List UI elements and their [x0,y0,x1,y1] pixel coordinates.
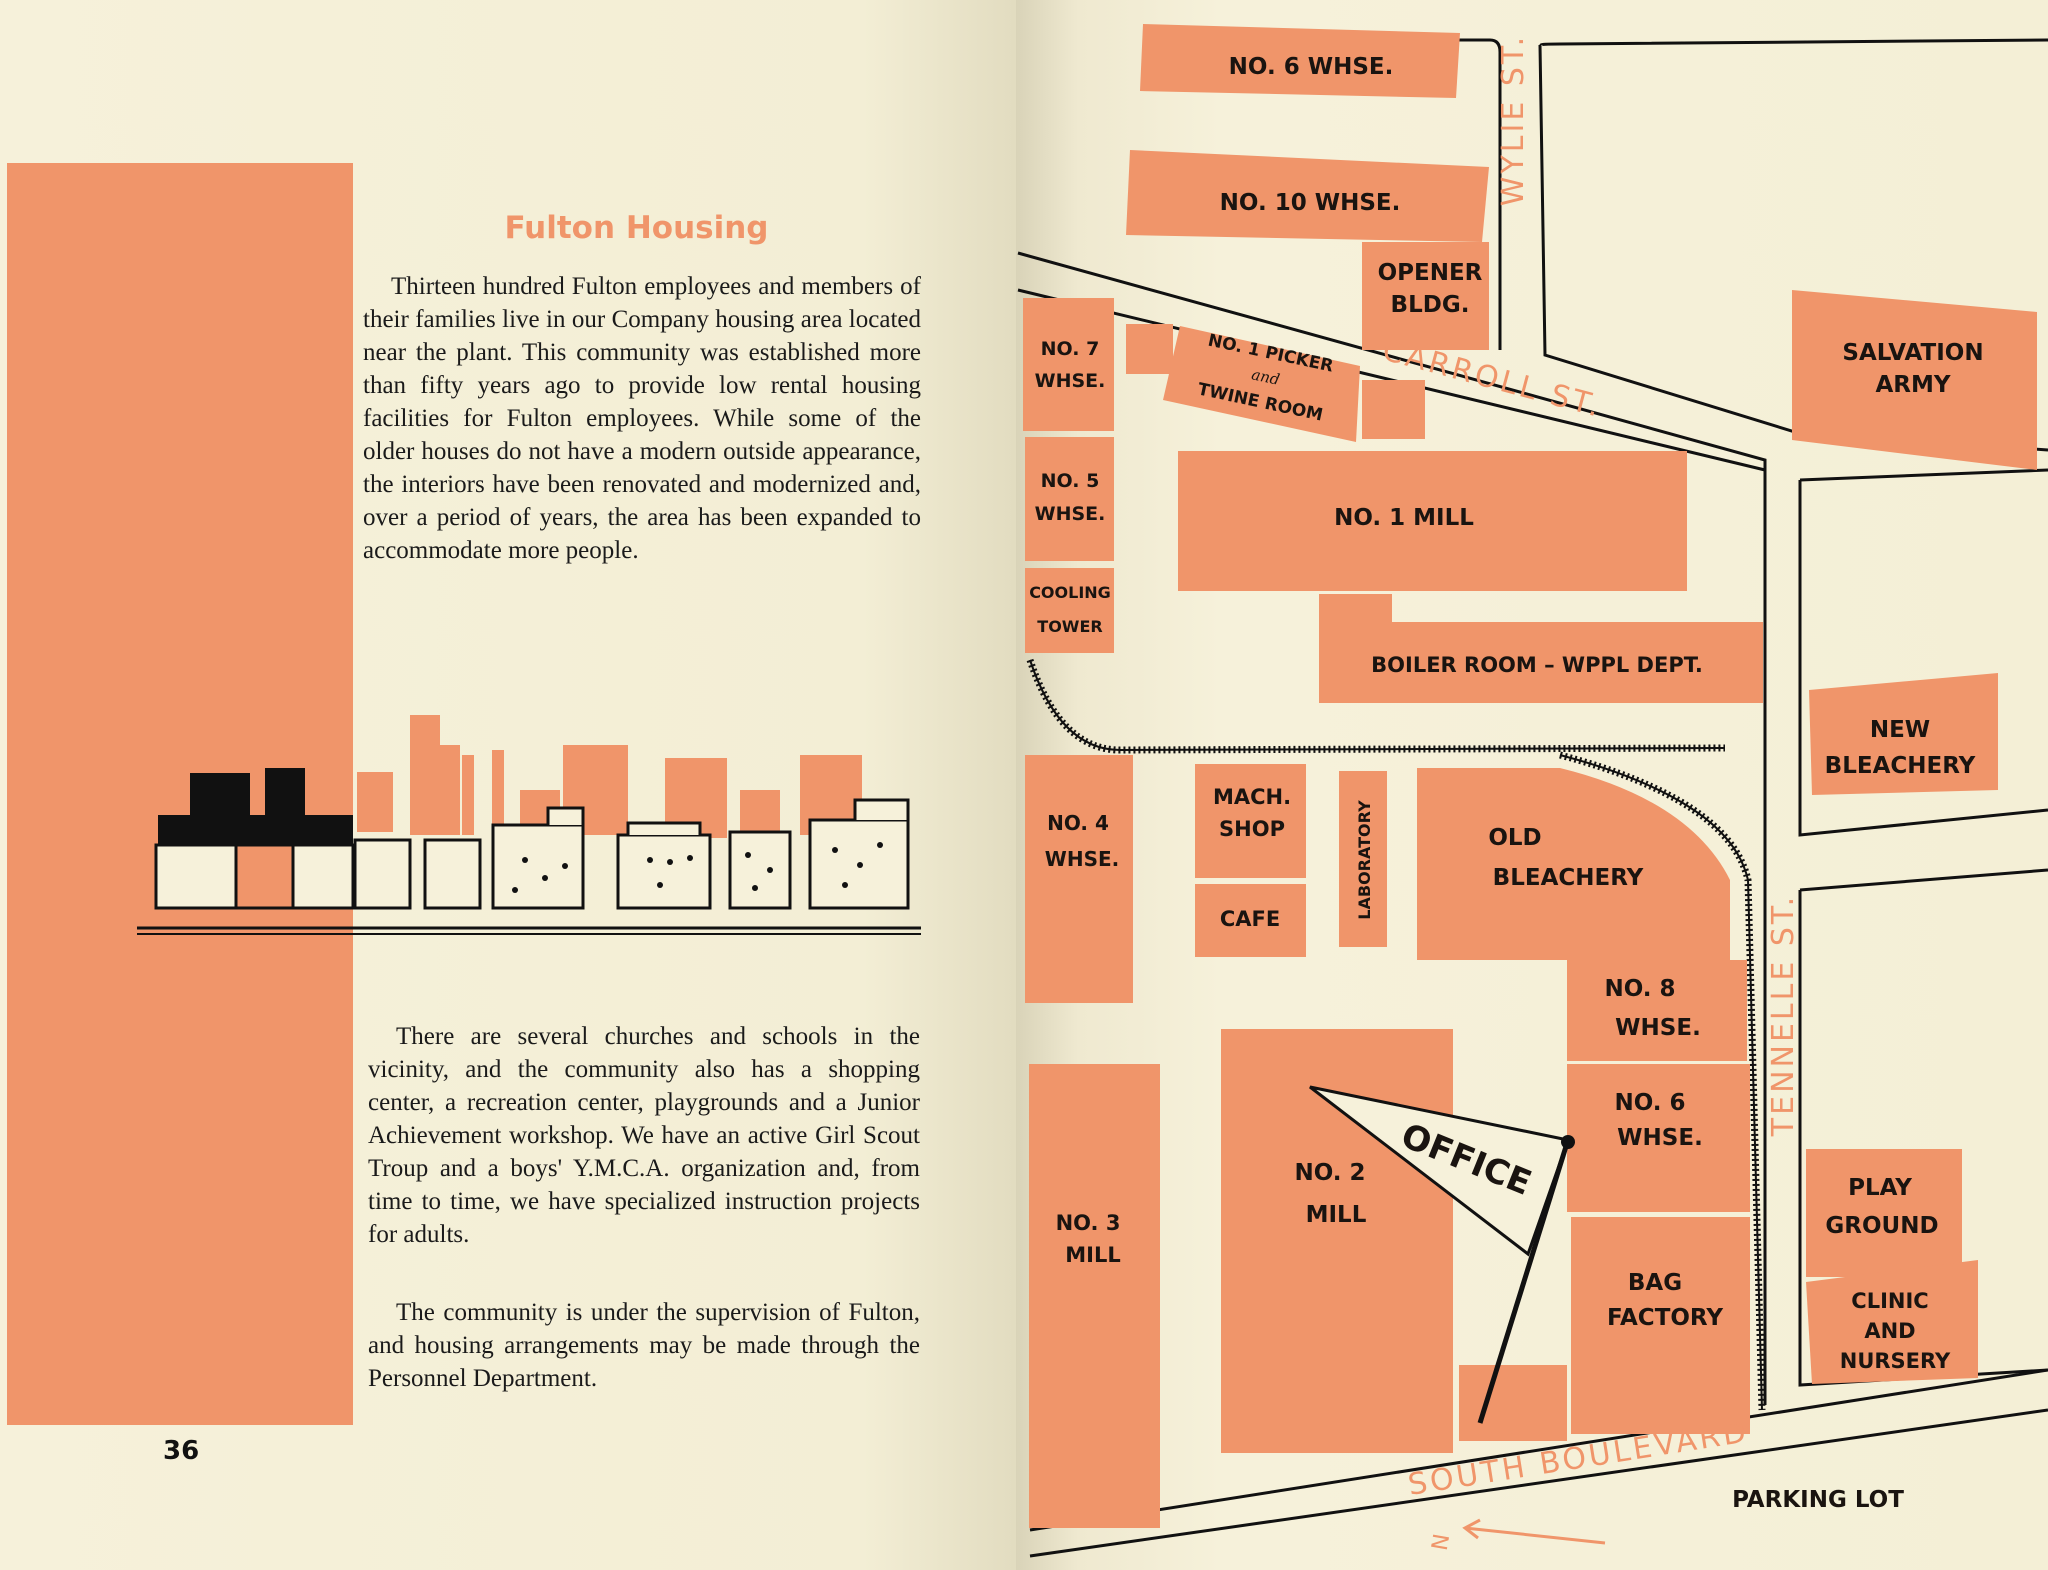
label-bag-1: BAG [1628,1270,1682,1296]
page-title: Fulton Housing [504,210,769,246]
label-bag-2: FACTORY [1607,1305,1723,1331]
page-number: 36 [163,1436,200,1466]
label-no4-1: NO. 4 [1047,811,1109,835]
label-cafe: CAFE [1220,907,1280,931]
label-no6-whse-top: NO. 6 WHSE. [1229,54,1394,80]
paragraph-housing: Thirteen hundred Fulton employees and me… [363,273,921,564]
label-picker-and: and [1250,365,1281,388]
street-tennelle: TENNELLE ST. [1766,894,1801,1137]
office-pennant-icon [1309,1085,1575,1424]
label-boiler-room: BOILER ROOM – WPPL DEPT. [1371,653,1703,677]
north-arrow-icon [1462,1518,1606,1545]
label-no5-2: WHSE. [1035,503,1106,525]
label-opener-1: OPENER [1378,260,1483,286]
label-no8-2: WHSE. [1615,1015,1701,1041]
label-old-bleachery-2: BLEACHERY [1493,865,1644,891]
label-no6b-2: WHSE. [1617,1125,1703,1151]
street-wylie: WYLIE ST. [1496,34,1531,206]
paragraph-community: There are several churches and schools i… [368,1023,920,1248]
label-no7-2: WHSE. [1035,370,1106,392]
north-label: N [1428,1532,1455,1553]
label-mach-1: MACH. [1213,785,1291,809]
label-opener-2: BLDG. [1391,292,1470,318]
label-no3-2: MILL [1065,1243,1120,1267]
label-no1-mill: NO. 1 MILL [1334,505,1474,531]
label-mach-2: SHOP [1219,817,1285,841]
label-no6b-1: NO. 6 [1614,1090,1685,1116]
label-parking-lot: PARKING LOT [1732,1487,1904,1513]
paragraph-supervision: The community is under the supervision o… [368,1299,920,1392]
label-no7-1: NO. 7 [1041,338,1100,360]
railroad-track [1026,658,1766,1411]
label-new-bleachery-1: NEW [1870,717,1930,743]
label-clinic-3: NURSERY [1840,1349,1951,1373]
label-cooling-2: TOWER [1037,617,1102,636]
label-no2-1: NO. 2 [1294,1160,1365,1186]
label-no10-whse: NO. 10 WHSE. [1220,190,1401,216]
label-salvation-1: SALVATION [1842,340,1983,366]
label-no3-1: NO. 3 [1056,1211,1121,1235]
label-no8-1: NO. 8 [1604,976,1675,1002]
label-salvation-2: ARMY [1875,372,1950,398]
label-new-bleachery-2: BLEACHERY [1825,753,1976,779]
label-play-2: GROUND [1825,1213,1938,1239]
label-cooling-1: COOLING [1029,583,1111,602]
label-laboratory: LABORATORY [1355,800,1374,920]
label-clinic-1: CLINIC [1851,1289,1928,1313]
label-no2-2: MILL [1306,1202,1367,1228]
label-old-bleachery-1: OLD [1488,825,1541,851]
label-no4-2: WHSE. [1045,847,1119,871]
label-no5-1: NO. 5 [1041,470,1100,492]
label-clinic-2: AND [1864,1319,1915,1343]
label-play-1: PLAY [1848,1175,1912,1201]
